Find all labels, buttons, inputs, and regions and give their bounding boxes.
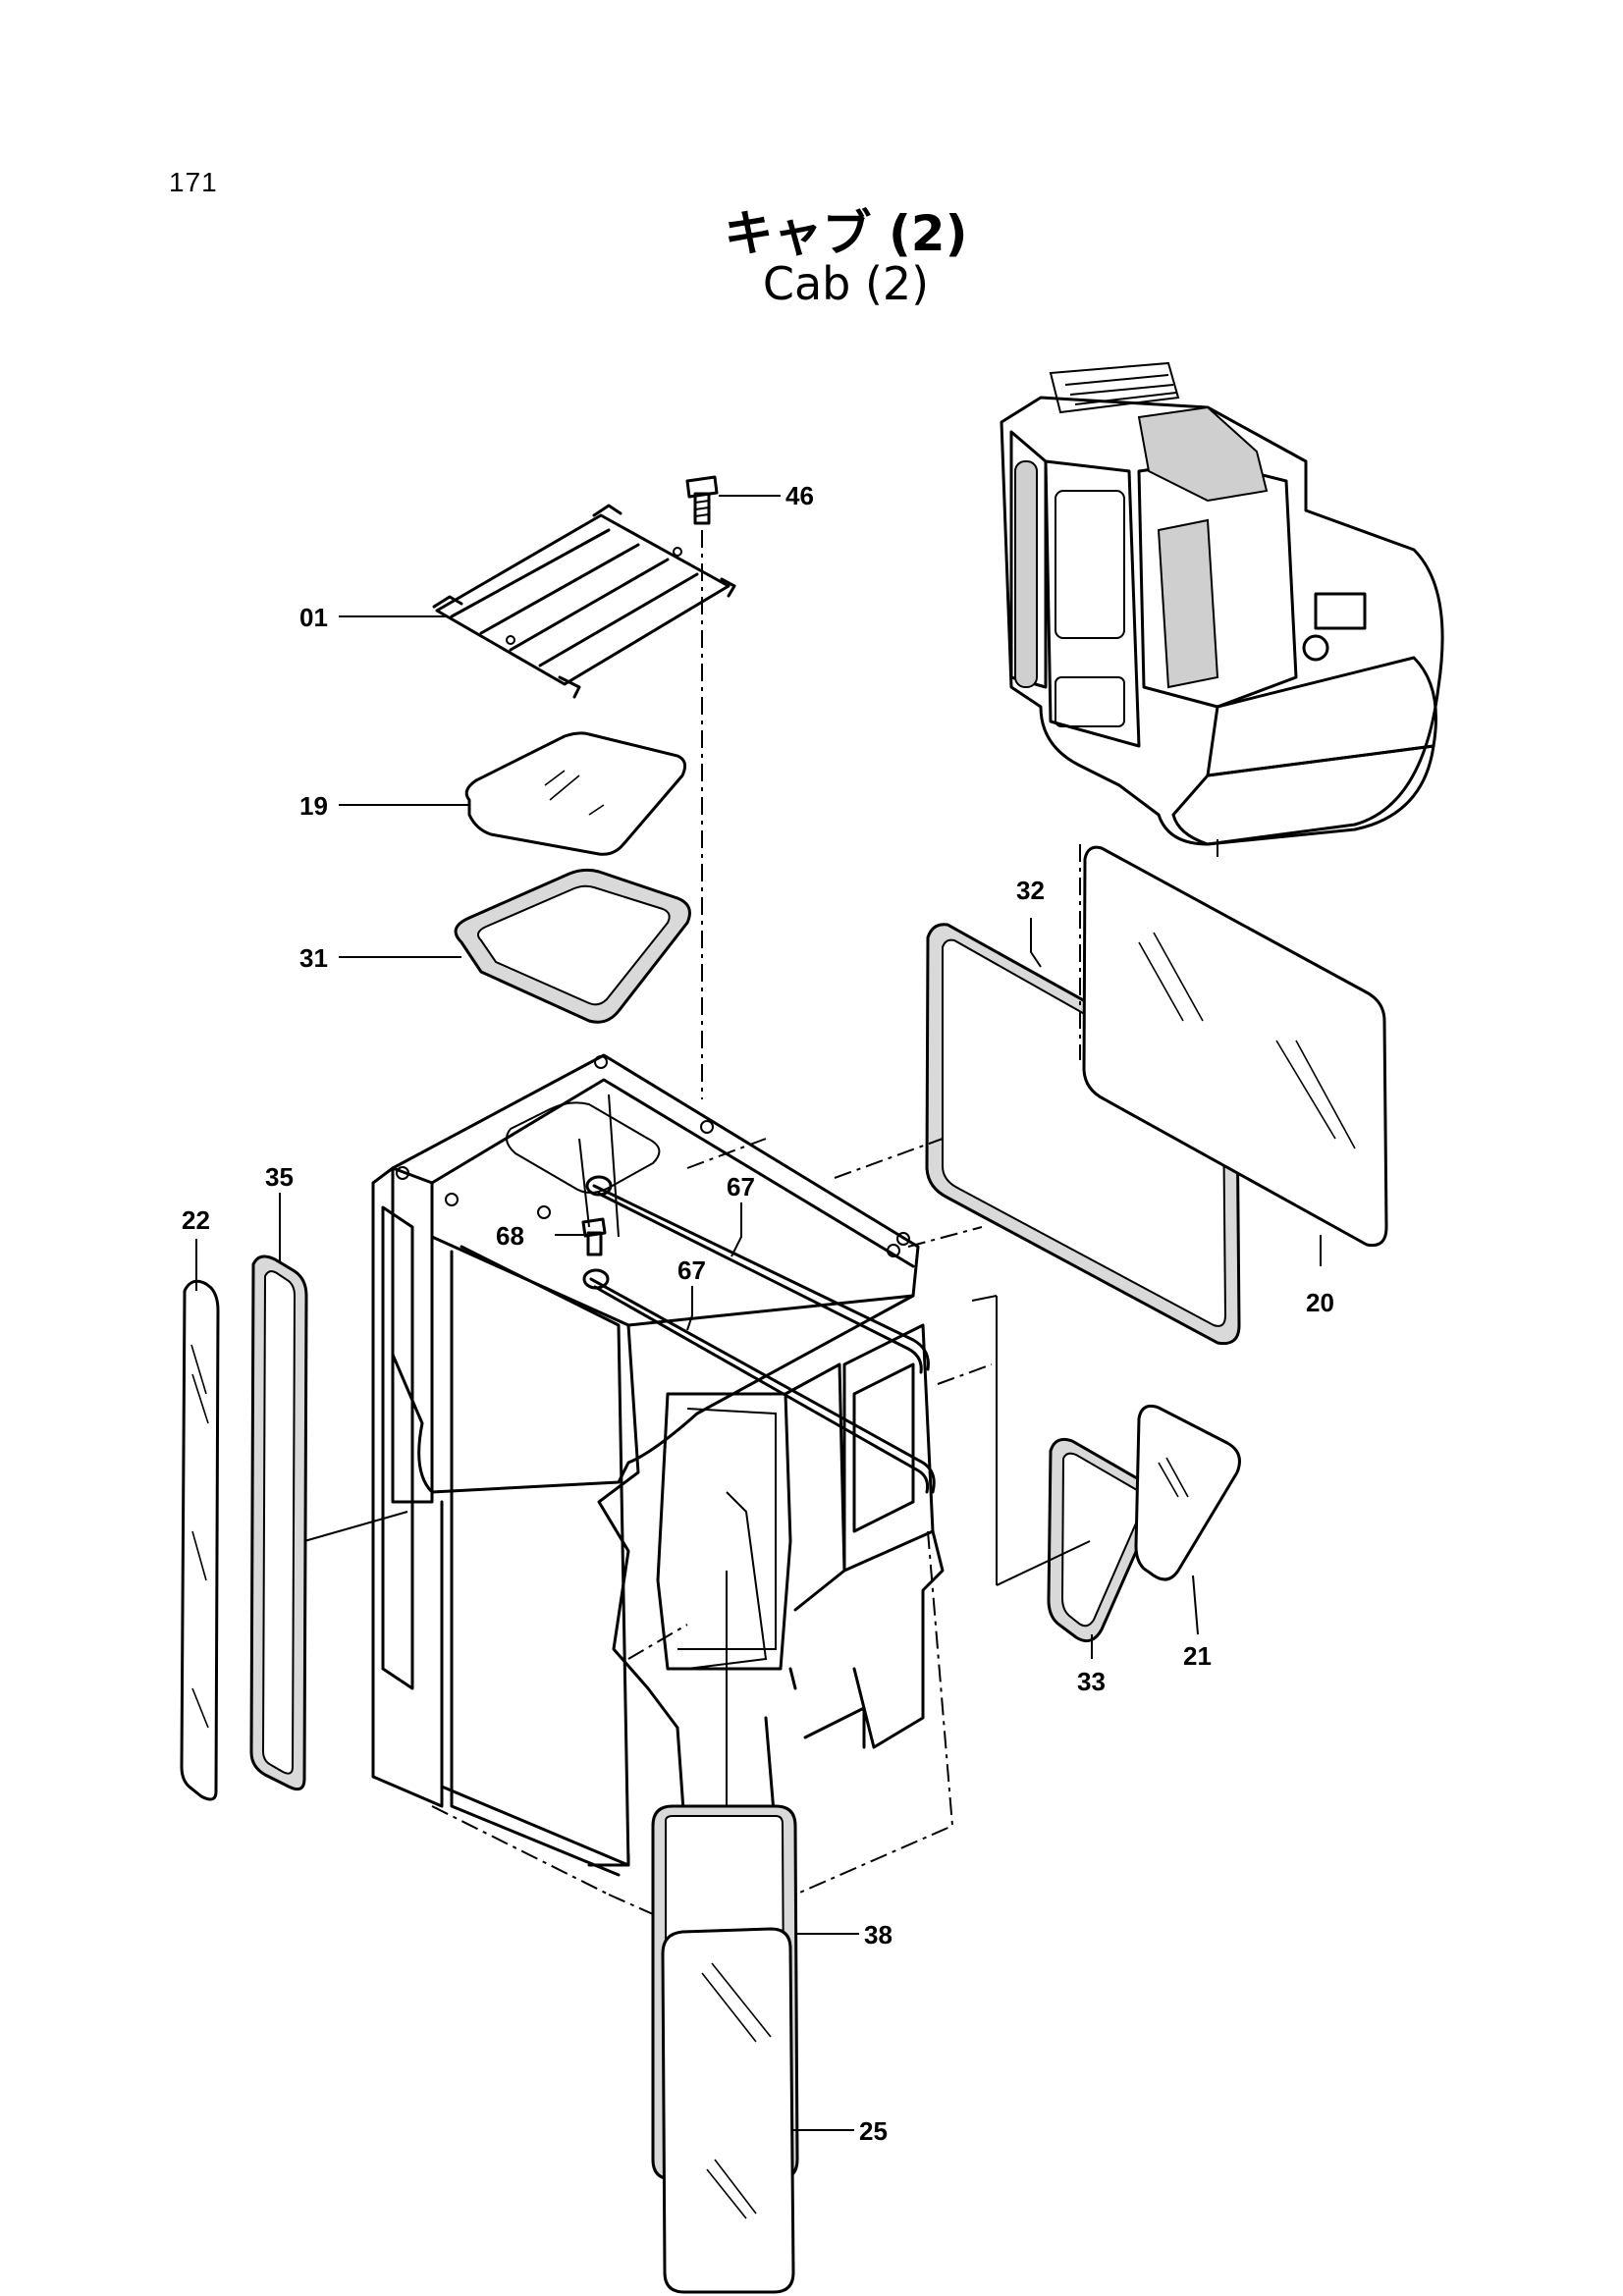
roof-seal-part xyxy=(454,868,691,1024)
callout-46: 46 xyxy=(785,481,814,510)
screw-part xyxy=(581,1217,607,1256)
roof-guard-part xyxy=(432,504,736,699)
callout-38: 38 xyxy=(864,1920,893,1949)
callout-22: 22 xyxy=(182,1205,210,1235)
front-glass-part xyxy=(1082,845,1388,1248)
callout-67-upper: 67 xyxy=(727,1172,755,1201)
leader-lines xyxy=(195,495,1322,2131)
bolt-part xyxy=(685,475,719,525)
callout-25: 25 xyxy=(859,2116,888,2146)
callout-01: 01 xyxy=(299,603,328,632)
callout-35: 35 xyxy=(265,1162,294,1192)
door-glass-part xyxy=(661,1927,795,2294)
callout-20: 20 xyxy=(1306,1288,1334,1317)
machine-overview-illustration xyxy=(1000,361,1444,846)
assembly-lines xyxy=(303,530,1218,1915)
triangle-seal-part xyxy=(1047,1437,1158,1643)
title-english: Cab (2) xyxy=(762,257,930,310)
callout-32: 32 xyxy=(1016,876,1045,905)
callout-33: 33 xyxy=(1077,1667,1106,1696)
cab-frame-part xyxy=(371,1053,945,1877)
callout-21: 21 xyxy=(1183,1641,1212,1671)
callout-labels: 01 19 31 46 32 20 22 35 68 67 67 33 21 3… xyxy=(182,481,1334,2146)
callout-31: 31 xyxy=(299,943,328,973)
callout-19: 19 xyxy=(299,791,328,821)
callout-68: 68 xyxy=(496,1221,524,1251)
page-number: 171 xyxy=(169,167,218,197)
callout-67-lower: 67 xyxy=(677,1255,706,1285)
side-glass-part xyxy=(180,1279,220,1801)
side-seal-part xyxy=(249,1255,308,1791)
title-japanese: キャブ (2) xyxy=(724,205,968,262)
roof-glass-part xyxy=(464,731,687,856)
handrail-parts xyxy=(582,1175,936,1494)
front-seal-part xyxy=(925,923,1241,1346)
triangle-glass-part xyxy=(1134,1404,1241,1581)
